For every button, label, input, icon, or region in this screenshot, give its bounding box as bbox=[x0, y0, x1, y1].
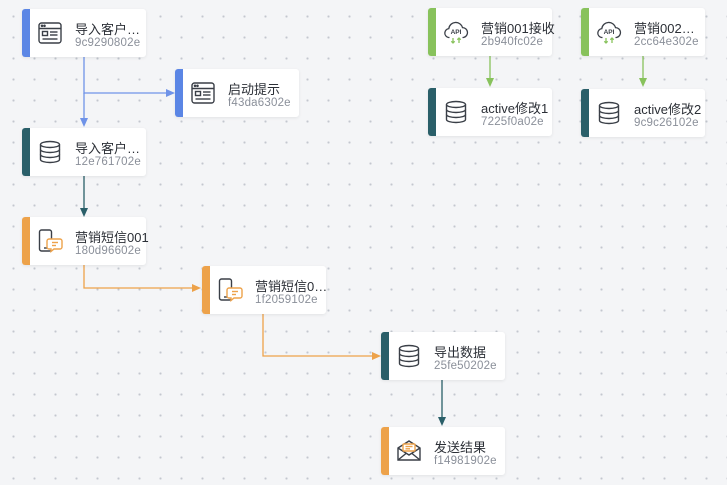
sms-phone-icon bbox=[37, 228, 63, 254]
form-window-icon bbox=[190, 80, 216, 106]
arrowhead bbox=[166, 89, 175, 97]
sms-phone-icon bbox=[217, 277, 243, 303]
node-title: 启动提示 bbox=[228, 82, 281, 97]
api-cloud-icon: API bbox=[443, 19, 469, 45]
database-icon bbox=[37, 139, 63, 165]
node-marketing-sms-1[interactable]: 营销短信001 180d96602e bbox=[22, 217, 149, 265]
node-id: 7225f0a02e bbox=[481, 116, 544, 128]
node-title: 导入客户… bbox=[75, 22, 141, 37]
node-id: 2b940fc02e bbox=[481, 36, 544, 48]
node-id: 180d96602e bbox=[75, 245, 141, 257]
node-color-bar bbox=[22, 128, 30, 176]
node-title: 营销短信0… bbox=[255, 279, 328, 294]
arrowhead bbox=[80, 208, 88, 217]
node-id: 12e761702e bbox=[75, 156, 141, 168]
node-active-modify-2[interactable]: active修改2 9c9c26102e bbox=[581, 89, 705, 137]
mail-icon bbox=[396, 438, 422, 464]
node-title: 营销002… bbox=[634, 21, 695, 36]
node-color-bar bbox=[428, 8, 436, 56]
node-color-bar bbox=[22, 217, 30, 265]
node-id: 2cc64e302e bbox=[634, 36, 699, 48]
node-title: 导出数据 bbox=[434, 345, 487, 360]
node-color-bar bbox=[428, 88, 436, 136]
edge-sms2-to-export bbox=[262, 314, 374, 357]
node-id: f14981902e bbox=[434, 455, 497, 467]
arrowhead bbox=[80, 118, 88, 127]
node-id: 1f2059102e bbox=[255, 294, 318, 306]
node-color-bar bbox=[581, 89, 589, 137]
database-icon bbox=[443, 99, 469, 125]
database-icon bbox=[596, 100, 622, 126]
node-startup-prompt[interactable]: 启动提示 f43da6302e bbox=[175, 69, 299, 117]
edge-import-to-startup bbox=[83, 57, 168, 94]
node-title: active修改1 bbox=[481, 101, 549, 116]
node-marketing-sms-2[interactable]: 营销短信0… 1f2059102e bbox=[202, 266, 328, 314]
arrowhead bbox=[639, 78, 647, 87]
svg-text:API: API bbox=[451, 29, 462, 36]
node-send-result[interactable]: 发送结果 f14981902e bbox=[381, 427, 505, 475]
node-id: 9c9c26102e bbox=[634, 117, 699, 129]
node-color-bar bbox=[381, 332, 389, 380]
node-id: f43da6302e bbox=[228, 97, 291, 109]
node-title: 营销短信001 bbox=[75, 230, 149, 245]
database-icon bbox=[396, 343, 422, 369]
node-color-bar bbox=[202, 266, 210, 314]
node-id: 25fe50202e bbox=[434, 360, 497, 372]
edge-sms1-to-sms2 bbox=[83, 265, 194, 289]
node-title: 发送结果 bbox=[434, 440, 487, 455]
node-marketing-002-receive[interactable]: API 营销002… 2cc64e302e bbox=[581, 8, 705, 56]
api-cloud-icon: API bbox=[596, 19, 622, 45]
svg-text:API: API bbox=[604, 29, 615, 36]
node-title: 营销001接收 bbox=[481, 21, 555, 36]
arrowhead bbox=[438, 417, 446, 426]
form-window-icon bbox=[37, 20, 63, 46]
arrowhead bbox=[372, 352, 381, 360]
node-color-bar bbox=[581, 8, 589, 56]
node-import-customer-2[interactable]: 导入客户… 12e761702e bbox=[22, 128, 146, 176]
arrowhead bbox=[192, 284, 201, 292]
node-title: active修改2 bbox=[634, 102, 702, 117]
node-import-customer-1[interactable]: 导入客户… 9c9290802e bbox=[22, 9, 146, 57]
arrowhead bbox=[486, 78, 494, 87]
node-color-bar bbox=[175, 69, 183, 117]
node-marketing-001-receive[interactable]: API 营销001接收 2b940fc02e bbox=[428, 8, 555, 56]
node-color-bar bbox=[381, 427, 389, 475]
node-id: 9c9290802e bbox=[75, 37, 141, 49]
node-active-modify-1[interactable]: active修改1 7225f0a02e bbox=[428, 88, 552, 136]
node-export-data[interactable]: 导出数据 25fe50202e bbox=[381, 332, 505, 380]
node-color-bar bbox=[22, 9, 30, 57]
node-title: 导入客户… bbox=[75, 141, 141, 156]
